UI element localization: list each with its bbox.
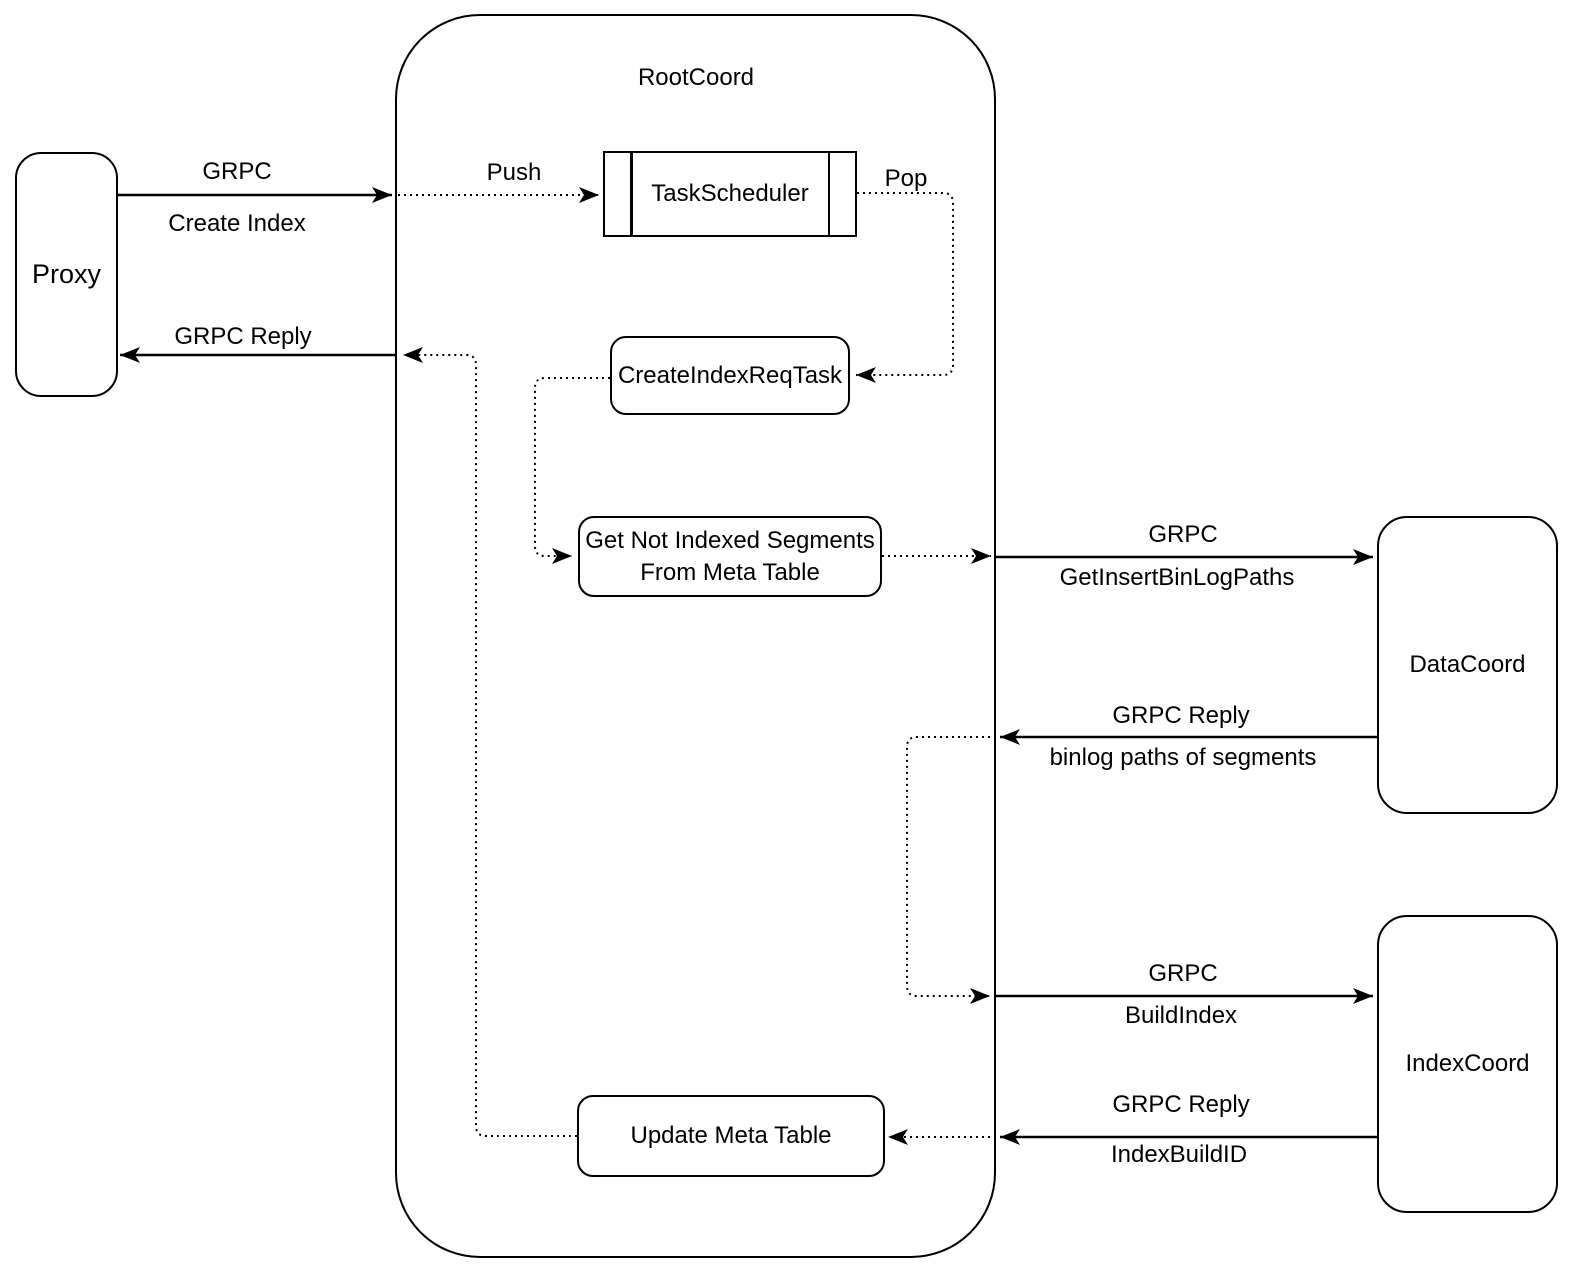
task-scheduler-right-bar <box>827 153 830 235</box>
edge-label-grpc-reply-datacoord: GRPC Reply <box>1112 702 1250 729</box>
task-scheduler-left-bar <box>630 153 633 235</box>
node-get-not-indexed-segments: Get Not Indexed Segments From Meta Table <box>578 516 882 597</box>
edge-label-push: Push <box>486 159 542 186</box>
edge-label-grpc-indexcoord: GRPC <box>1148 960 1218 987</box>
node-data-coord: DataCoord <box>1377 516 1558 814</box>
edge-updatemeta-to-border <box>403 347 577 1137</box>
node-proxy: Proxy <box>15 152 118 397</box>
node-update-meta-table: Update Meta Table <box>577 1095 885 1177</box>
edge-label-indexbuildid: IndexBuildID <box>1110 1141 1248 1168</box>
edge-label-pop: Pop <box>884 165 928 192</box>
edge-label-getinsertbinlogpaths: GetInsertBinLogPaths <box>1059 564 1295 591</box>
edge-label-grpc-reply-indexcoord: GRPC Reply <box>1112 1091 1250 1118</box>
edge-label-grpc-left: GRPC <box>202 158 272 185</box>
node-task-scheduler: TaskScheduler <box>603 151 857 237</box>
rootcoord-label: RootCoord <box>637 64 755 91</box>
task-scheduler-label: TaskScheduler <box>651 180 809 208</box>
edge-label-grpc-reply-left: GRPC Reply <box>174 323 312 350</box>
edge-label-grpc-datacoord: GRPC <box>1148 521 1218 548</box>
node-rootcoord <box>395 14 996 1258</box>
edge-label-buildindex: BuildIndex <box>1124 1002 1238 1029</box>
edge-label-create-index: Create Index <box>168 210 306 237</box>
node-create-index-req-task: CreateIndexReqTask <box>610 336 850 415</box>
node-index-coord: IndexCoord <box>1377 915 1558 1213</box>
edge-pop <box>856 192 954 383</box>
edge-label-binlog-paths: binlog paths of segments <box>1049 744 1317 771</box>
